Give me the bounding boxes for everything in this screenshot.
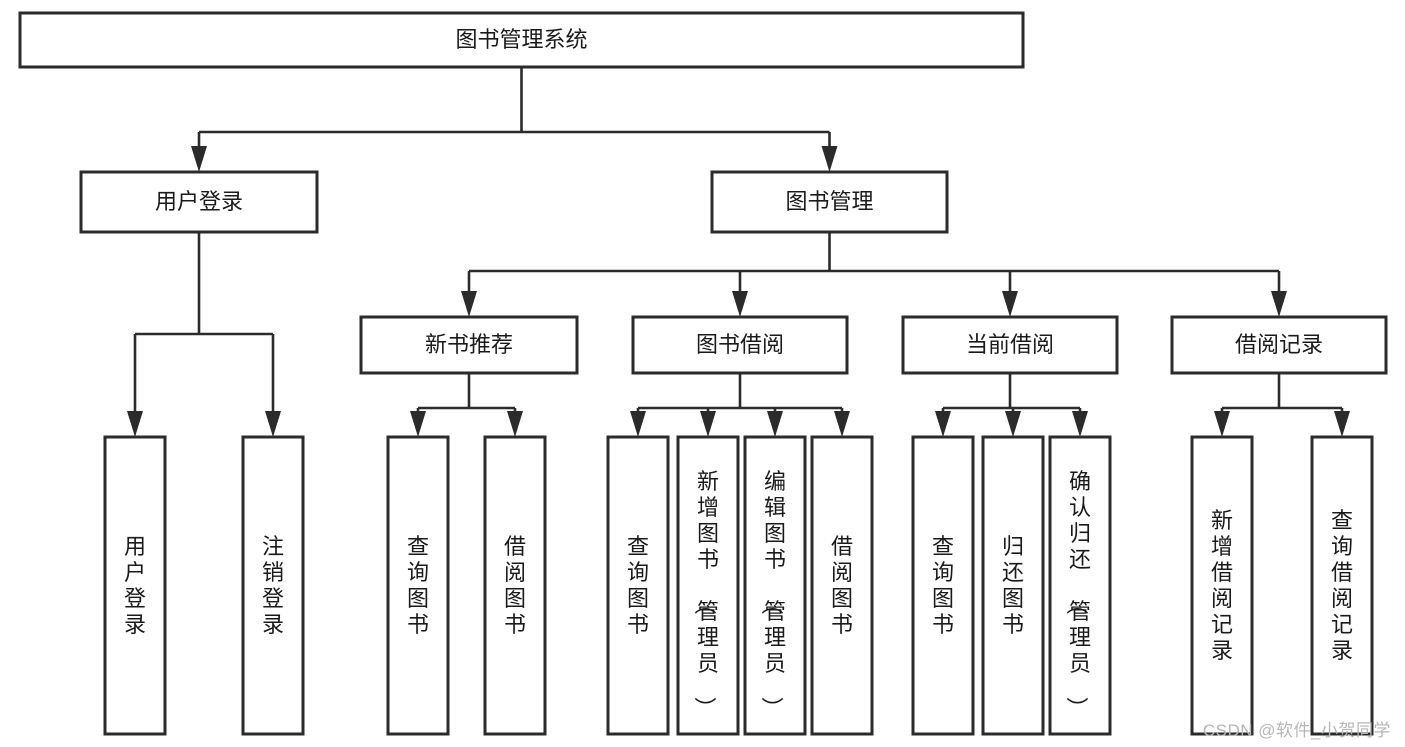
node-label-leaf-borrow-book-1: 借阅图书 (504, 534, 526, 637)
node-leaf-logout[interactable]: 注销登录 (241, 435, 305, 736)
node-leaf-borrow-book-1[interactable]: 借阅图书 (483, 435, 547, 736)
node-label-leaf-query-book-2: 查询图书 (627, 534, 649, 637)
node-box-leaf-query-book-3[interactable] (911, 435, 975, 736)
node-box-book-borrow[interactable] (631, 315, 849, 375)
nodes-layer: 图书管理系统用户登录图书管理新书推荐图书借阅当前借阅借阅记录用户登录注销登录查询… (18, 11, 1388, 736)
node-leaf-user-login[interactable]: 用户登录 (103, 435, 167, 736)
node-leaf-borrow-book-2[interactable]: 借阅图书 (810, 435, 874, 736)
node-box-book-manage[interactable] (710, 170, 949, 234)
node-label-leaf-add-book: 新增图书（管理员） (692, 469, 719, 719)
node-leaf-query-book-1[interactable]: 查询图书 (386, 435, 450, 736)
node-label-leaf-query-book-1: 查询图书 (407, 534, 429, 637)
edge-group-new-book-rec (410, 373, 523, 437)
node-label-user-login: 用户登录 (155, 189, 243, 214)
node-box-leaf-add-record[interactable] (1190, 435, 1254, 736)
node-box-leaf-borrow-book-1[interactable] (483, 435, 547, 736)
node-leaf-add-record[interactable]: 新增借阅记录 (1190, 435, 1254, 736)
node-label-leaf-return-book: 归还图书 (1002, 534, 1024, 637)
node-leaf-query-book-2[interactable]: 查询图书 (606, 435, 670, 736)
node-box-user-login[interactable] (79, 170, 319, 234)
node-box-leaf-confirm-return[interactable] (1048, 435, 1112, 736)
node-box-new-book-rec[interactable] (359, 315, 579, 375)
edge-arrowhead (1271, 291, 1287, 317)
node-label-current-borrow: 当前借阅 (966, 332, 1054, 357)
node-label-root: 图书管理系统 (455, 27, 587, 52)
edge-arrowhead (1334, 411, 1350, 437)
node-label-borrow-record: 借阅记录 (1235, 332, 1323, 357)
node-label-leaf-query-book-3: 查询图书 (932, 534, 954, 637)
node-box-leaf-return-book[interactable] (981, 435, 1045, 736)
node-borrow-record[interactable]: 借阅记录 (1170, 315, 1388, 375)
node-leaf-confirm-return[interactable]: 确认归还（管理员） (1048, 435, 1112, 736)
node-leaf-query-record[interactable]: 查询借阅记录 (1310, 435, 1374, 736)
edge-arrowhead (191, 146, 207, 172)
edge-group-book-borrow (630, 373, 850, 437)
node-box-current-borrow[interactable] (901, 315, 1119, 375)
node-box-leaf-logout[interactable] (241, 435, 305, 736)
edge-group-user-login (127, 232, 281, 437)
node-box-leaf-edit-book[interactable] (743, 435, 807, 736)
node-leaf-add-book[interactable]: 新增图书（管理员） (676, 435, 740, 736)
node-label-leaf-confirm-return: 确认归还（管理员） (1064, 469, 1091, 719)
node-box-leaf-user-login[interactable] (103, 435, 167, 736)
edge-group-borrow-record (1214, 373, 1350, 437)
node-box-root[interactable] (18, 11, 1025, 69)
edge-arrowhead (732, 291, 748, 317)
edge-arrowhead (265, 411, 281, 437)
edge-arrowhead (630, 411, 646, 437)
node-leaf-return-book[interactable]: 归还图书 (981, 435, 1045, 736)
edge-arrowhead (1002, 291, 1018, 317)
csdn-watermark: CSDN @软件_小贺同学 (1202, 721, 1391, 740)
node-box-leaf-borrow-book-2[interactable] (810, 435, 874, 736)
node-label-book-borrow: 图书借阅 (696, 332, 784, 357)
node-label-leaf-edit-book: 编辑图书（管理员） (759, 469, 786, 719)
node-current-borrow[interactable]: 当前借阅 (901, 315, 1119, 375)
edge-group-root (191, 67, 838, 172)
edge-arrowhead (700, 411, 716, 437)
edge-arrowhead (821, 146, 838, 172)
edge-arrowhead (1072, 411, 1088, 437)
node-new-book-rec[interactable]: 新书推荐 (359, 315, 579, 375)
node-leaf-edit-book[interactable]: 编辑图书（管理员） (743, 435, 807, 736)
node-label-leaf-add-record: 新增借阅记录 (1211, 508, 1233, 663)
node-box-leaf-query-book-2[interactable] (606, 435, 670, 736)
node-label-leaf-borrow-book-2: 借阅图书 (831, 534, 853, 637)
node-label-new-book-rec: 新书推荐 (425, 332, 513, 357)
node-label-leaf-query-record: 查询借阅记录 (1331, 508, 1353, 663)
node-book-borrow[interactable]: 图书借阅 (631, 315, 849, 375)
edge-arrowhead (410, 411, 426, 437)
node-leaf-query-book-3[interactable]: 查询图书 (911, 435, 975, 736)
node-label-book-manage: 图书管理 (785, 189, 873, 214)
edge-arrowhead (1005, 411, 1021, 437)
edge-arrowhead (127, 411, 143, 437)
edge-arrowhead (1214, 411, 1230, 437)
edge-arrowhead (834, 411, 850, 437)
edge-group-current-borrow (935, 373, 1088, 437)
edges-layer (127, 67, 1350, 437)
node-box-leaf-add-book[interactable] (676, 435, 740, 736)
node-user-login[interactable]: 用户登录 (79, 170, 319, 234)
edge-arrowhead (507, 411, 523, 437)
node-root[interactable]: 图书管理系统 (18, 11, 1025, 69)
node-label-leaf-logout: 注销登录 (262, 534, 284, 637)
edge-arrowhead (461, 291, 477, 317)
edge-arrowhead (767, 411, 783, 437)
node-box-leaf-query-book-1[interactable] (386, 435, 450, 736)
node-box-leaf-query-record[interactable] (1310, 435, 1374, 736)
edge-arrowhead (935, 411, 951, 437)
edge-group-book-manage (461, 232, 1287, 317)
node-box-borrow-record[interactable] (1170, 315, 1388, 375)
node-label-leaf-user-login: 用户登录 (124, 534, 146, 637)
node-book-manage[interactable]: 图书管理 (710, 170, 949, 234)
